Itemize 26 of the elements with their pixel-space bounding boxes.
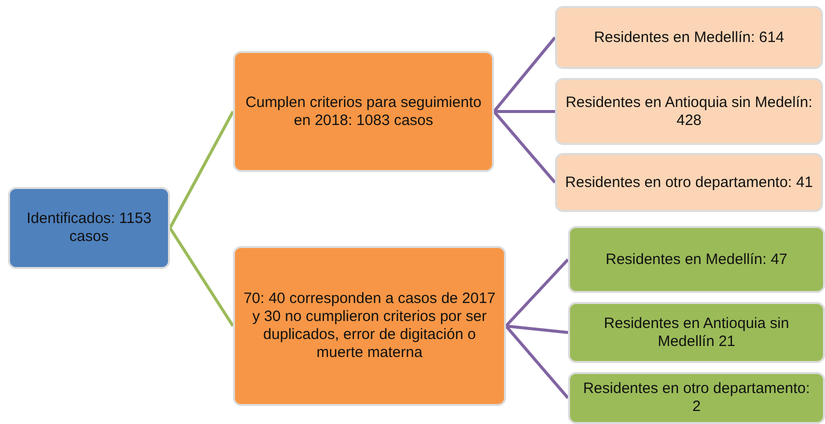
connector-line <box>168 110 234 229</box>
box-label: Identificados: 1153 casos <box>26 210 152 246</box>
process-box <box>568 302 825 363</box>
box-label: 70: 40 corresponden a casos de 2017 y 30 no cumplieron criterios por ser duplicados, error de digitación o muerte materna <box>243 290 496 362</box>
process-box <box>568 372 825 424</box>
box-label: Residentes en Medellín: 47 <box>606 250 788 268</box>
connector-line <box>504 258 570 328</box>
process-box <box>555 6 823 69</box>
connector-line <box>506 324 568 334</box>
connector-line <box>168 227 234 327</box>
box-label: Cumplen criterios para seguimiento en 2018: 1083 casos <box>244 94 482 130</box>
box-label: Residentes en Medellín: 614 <box>594 28 784 46</box>
connector-line <box>492 110 556 184</box>
connector-line <box>492 36 556 112</box>
process-box <box>233 51 494 172</box>
process-box <box>568 226 825 293</box>
connector-line <box>494 110 555 113</box>
box-label: Residentes en otro departamento: 2 <box>582 380 811 416</box>
process-box <box>233 246 506 406</box>
connector-line <box>504 325 570 399</box>
process-box <box>8 187 170 269</box>
process-box <box>555 153 823 212</box>
box-label: Residentes en Antioquia sin Medellín 21 <box>602 314 790 350</box>
box-label: Residentes en Antioquia sin Medelín: 428 <box>565 94 813 130</box>
box-label: Residentes en otro departamento: 41 <box>565 174 813 192</box>
process-box <box>555 78 823 145</box>
